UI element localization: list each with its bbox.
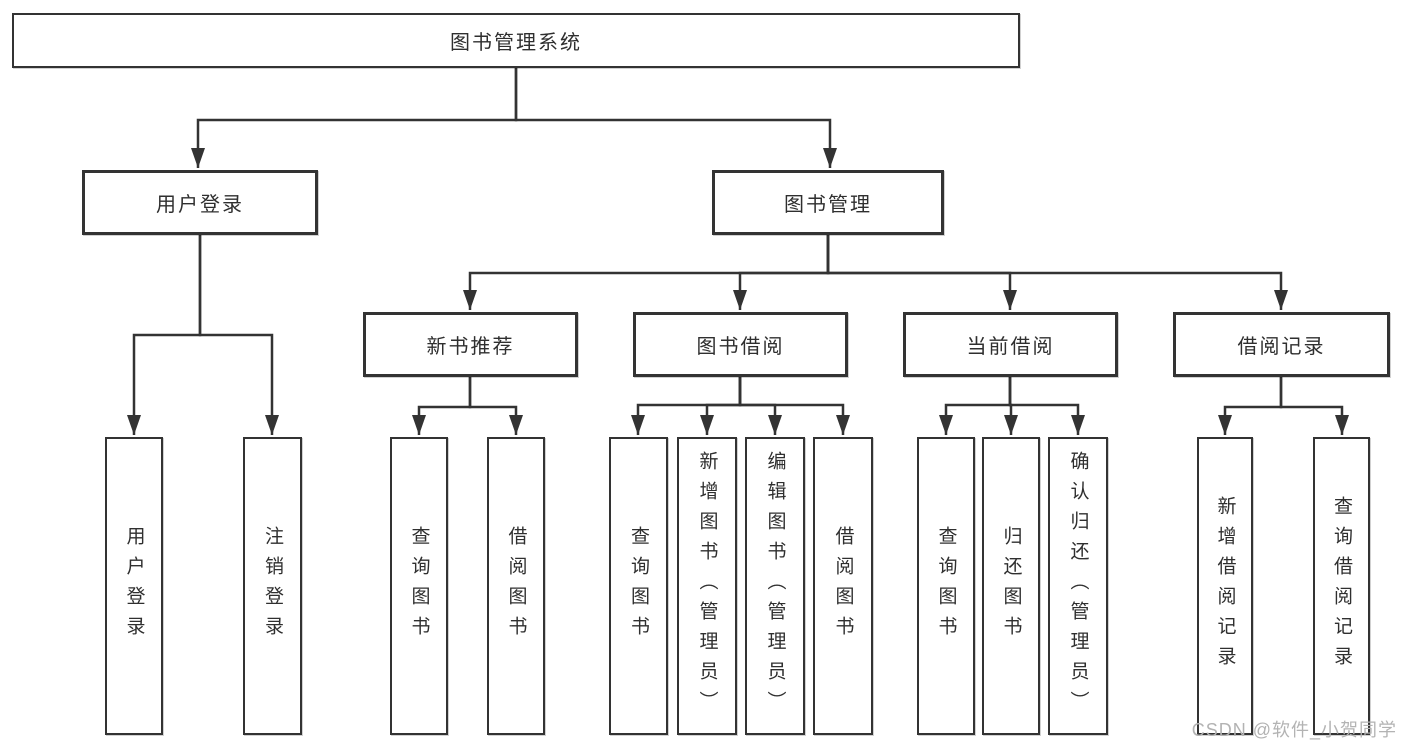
leaf-return-books-label: 归还图书	[1000, 526, 1022, 646]
node-borrow-record: 借阅记录	[1173, 312, 1390, 377]
node-new-book-recommend-label: 新书推荐	[426, 336, 515, 358]
leaf-current-query-books: 查询图书	[917, 437, 975, 735]
leaf-borrow-query-books-label: 查询图书	[628, 526, 649, 646]
leaf-borrow-books-label: 借阅图书	[832, 526, 854, 646]
leaf-newrec-borrow-books-label: 借阅图书	[505, 526, 527, 646]
leaf-confirm-return-admin-label: 确认归还（管理员）	[1067, 451, 1089, 721]
leaf-newrec-query-books: 查询图书	[390, 437, 448, 735]
leaf-newrec-query-books-label: 查询图书	[408, 526, 430, 646]
node-book-management-label: 图书管理	[784, 194, 872, 216]
leaf-borrow-books: 借阅图书	[813, 437, 873, 735]
node-user-login-label: 用户登录	[156, 194, 244, 216]
node-borrow-record-label: 借阅记录	[1237, 336, 1326, 358]
leaf-logout: 注销登录	[243, 437, 302, 735]
node-root-label: 图书管理系统	[450, 32, 582, 54]
node-book-borrow-label: 图书借阅	[696, 336, 785, 358]
node-user-login: 用户登录	[82, 170, 318, 235]
leaf-logout-label: 注销登录	[262, 526, 283, 646]
leaf-confirm-return-admin: 确认归还（管理员）	[1048, 437, 1108, 735]
node-new-book-recommend: 新书推荐	[363, 312, 578, 377]
node-book-borrow: 图书借阅	[633, 312, 848, 377]
node-current-borrow-label: 当前借阅	[966, 336, 1055, 358]
leaf-return-books: 归还图书	[982, 437, 1040, 735]
leaf-query-borrow-record-label: 查询借阅记录	[1331, 496, 1352, 676]
leaf-newrec-borrow-books: 借阅图书	[487, 437, 545, 735]
leaf-add-books-admin-label: 新增图书（管理员）	[696, 451, 718, 721]
leaf-add-borrow-record-label: 新增借阅记录	[1214, 496, 1236, 676]
leaf-user-login: 用户登录	[105, 437, 163, 735]
leaf-borrow-query-books: 查询图书	[609, 437, 668, 735]
leaf-edit-books-admin-label: 编辑图书（管理员）	[764, 451, 786, 721]
node-book-management: 图书管理	[712, 170, 944, 235]
leaf-add-books-admin: 新增图书（管理员）	[677, 437, 737, 735]
leaf-current-query-books-label: 查询图书	[935, 526, 957, 646]
leaf-query-borrow-record: 查询借阅记录	[1313, 437, 1370, 735]
node-root: 图书管理系统	[12, 13, 1020, 68]
leaf-edit-books-admin: 编辑图书（管理员）	[745, 437, 805, 735]
leaf-add-borrow-record: 新增借阅记录	[1197, 437, 1253, 735]
leaf-user-login-label: 用户登录	[123, 526, 145, 646]
csdn-watermark: CSDN @软件_小贺同学	[1191, 720, 1397, 740]
node-current-borrow: 当前借阅	[903, 312, 1118, 377]
